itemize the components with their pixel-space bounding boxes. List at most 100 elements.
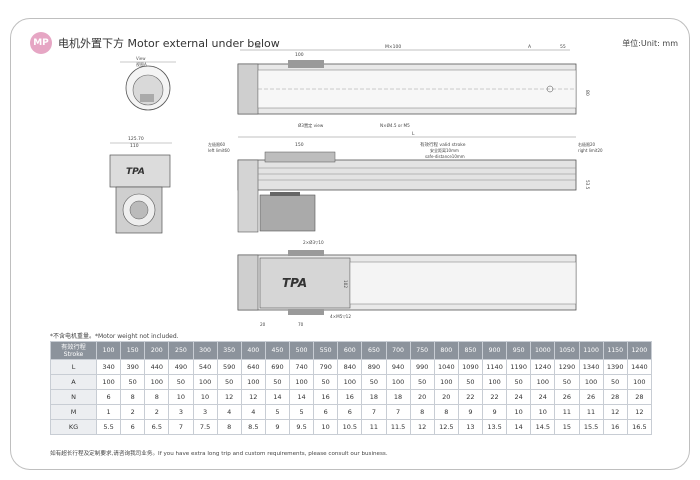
- top-callout-1: Ø3置定 view: [298, 122, 324, 129]
- stroke-header-cell: 1100: [578, 341, 604, 360]
- side-dim-125: 125.70: [128, 136, 144, 142]
- table-cell: 12.5: [433, 419, 459, 435]
- front-left-limit-cn: 左极限60: [208, 141, 226, 147]
- table-cell: 5: [288, 404, 315, 420]
- table-cell: 390: [120, 359, 146, 375]
- table-cell: 2: [120, 404, 146, 420]
- bottom-dim-70: 70: [298, 322, 304, 327]
- table-cell: 8: [120, 389, 146, 405]
- table-cell: 790: [313, 359, 339, 375]
- table-cell: 10: [530, 404, 556, 420]
- stroke-header-cell: 1150: [602, 341, 628, 360]
- table-cell: 100: [385, 374, 411, 390]
- top-dim-mx100: M×100: [385, 44, 401, 50]
- table-cell: 7: [168, 419, 194, 435]
- table-cell: 8: [409, 404, 435, 420]
- table-cell: 11.5: [385, 419, 411, 435]
- row-label: A: [50, 374, 97, 390]
- table-cell: 9.5: [288, 419, 315, 435]
- table-cell: 590: [216, 359, 242, 375]
- detail-label-cn: 视图A: [136, 61, 147, 67]
- table-cell: 11: [361, 419, 387, 435]
- table-cell: 2: [144, 404, 170, 420]
- side-dim-110: 110: [130, 143, 139, 149]
- unit-label: 单位:Unit: mm: [622, 39, 678, 48]
- table-cell: 50: [506, 374, 532, 390]
- table-cell: 28: [626, 389, 653, 405]
- table-cell: 7.5: [192, 419, 218, 435]
- stroke-header-cell: 650: [361, 341, 387, 360]
- table-cell: 28: [602, 389, 628, 405]
- table-cell: 6: [120, 419, 146, 435]
- stroke-header-cell: 600: [337, 341, 363, 360]
- top-dim-85: 85: [255, 44, 261, 50]
- stroke-header-cell: 900: [481, 341, 508, 360]
- table-cell: 50: [168, 374, 194, 390]
- bottom-logo: TPA: [282, 276, 307, 290]
- stroke-header-cell: 250: [168, 341, 194, 360]
- top-view: 85 100 M×100 A 55 80 Ø3置定 view N×Ø4.5 or…: [237, 44, 590, 129]
- table-cell: 50: [313, 374, 339, 390]
- section-badge: MP: [30, 32, 52, 54]
- table-cell: 690: [264, 359, 291, 375]
- side-view: 125.70 110 TPA 70 162: [109, 136, 172, 234]
- table-cell: 50: [264, 374, 291, 390]
- custom-note: 如有超长行程及定制要求,请咨询我司业务。If you have extra lo…: [50, 451, 388, 457]
- table-cell: 940: [385, 359, 411, 375]
- table-cell: 7: [385, 404, 411, 420]
- stroke-header-cell: 300: [192, 341, 218, 360]
- stroke-header-cell: 700: [385, 341, 411, 360]
- table-cell: 1240: [530, 359, 556, 375]
- table-cell: 13.5: [481, 419, 508, 435]
- table-cell: 740: [288, 359, 315, 375]
- table-cell: 12: [216, 389, 242, 405]
- stroke-header-cell: 800: [433, 341, 459, 360]
- table-cell: 6: [337, 404, 363, 420]
- table-cell: 50: [120, 374, 146, 390]
- table-cell: 100: [530, 374, 556, 390]
- table-cell: 890: [361, 359, 387, 375]
- table-cell: 24: [506, 389, 532, 405]
- bottom-dim-holes: 2×Ø3▽10: [303, 240, 324, 245]
- table-cell: 20: [433, 389, 459, 405]
- table-cell: 50: [409, 374, 435, 390]
- side-logo: TPA: [126, 167, 145, 177]
- table-cell: 10: [168, 389, 194, 405]
- top-dim-100: 100: [295, 52, 304, 58]
- table-cell: 490: [168, 359, 194, 375]
- table-cell: 6: [95, 389, 122, 405]
- top-dim-a: A: [528, 44, 532, 50]
- table-cell: 1: [95, 404, 122, 420]
- top-callout-2: N×Ø4.5 or M5: [380, 123, 410, 128]
- table-cell: 1190: [506, 359, 532, 375]
- stroke-header-cell: 550: [313, 341, 339, 360]
- front-safe-cn: 安全距离10mm: [430, 147, 459, 153]
- section-title: 电机外置下方 Motor external under below: [58, 37, 280, 50]
- stroke-header-cell: 150: [120, 341, 146, 360]
- table-cell: 990: [409, 359, 435, 375]
- table-cell: 16: [602, 419, 628, 435]
- table-cell: 100: [144, 374, 170, 390]
- table-cell: 13: [457, 419, 484, 435]
- bottom-dim-m5: 4×M5▽12: [330, 314, 351, 319]
- table-cell: 9: [264, 419, 291, 435]
- table-cell: 18: [385, 389, 411, 405]
- table-cell: 9: [457, 404, 484, 420]
- front-left-limit-en: left limit60: [208, 148, 230, 153]
- row-label: N: [50, 389, 97, 405]
- table-cell: 12: [409, 419, 435, 435]
- technical-drawing: View 视图A 85 100 M×100 A 55 80 Ø3置定 view …: [109, 44, 603, 327]
- stroke-header-cell: 500: [288, 341, 315, 360]
- table-cell: 11: [578, 404, 604, 420]
- table-cell: 16: [313, 389, 339, 405]
- bottom-view: 2×Ø3▽10 TPA 102 70 4×M5▽12 20: [237, 240, 577, 327]
- table-cell: 1040: [433, 359, 459, 375]
- table-cell: 4: [240, 404, 266, 420]
- table-cell: 100: [337, 374, 363, 390]
- front-valid-stroke: 有效行程 valid stroke: [420, 141, 466, 148]
- detail-view: View 视图A: [120, 56, 176, 111]
